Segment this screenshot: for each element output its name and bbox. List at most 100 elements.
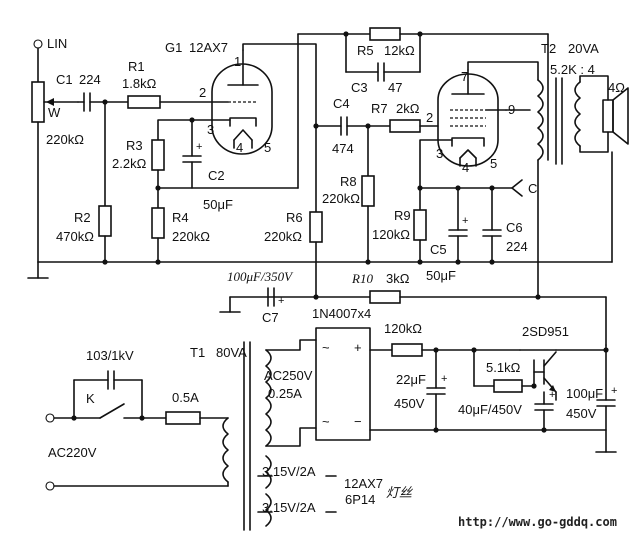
- power-transformer-t1: T1 80VA AC250V 0.25A 3.15V/2A 3.15V/2A: [190, 339, 317, 531]
- tube2-pin-3: 3: [436, 146, 443, 161]
- tube-g1: G1 12AX7 1 2 3 4 5: [165, 40, 273, 155]
- volume-pot: W 220kΩ: [31, 81, 84, 263]
- c22-voltage: 450V: [394, 396, 425, 411]
- capacitor-c5: + C5 50μF: [426, 187, 468, 283]
- resistor-r8: R8 220kΩ: [322, 174, 375, 263]
- t2-ref: T2: [541, 41, 556, 56]
- bridge-ac-bottom: ~: [322, 414, 330, 429]
- resistor-120k: 120kΩ: [384, 321, 521, 357]
- c5-ref: C5: [430, 242, 447, 257]
- bridge-rectifier: 1N4007x4 ~ + ~ −: [312, 306, 371, 441]
- resistor-r9: R9 120kΩ: [372, 187, 427, 263]
- r9-ref: R9: [394, 208, 411, 223]
- heater-note: 灯丝: [386, 485, 414, 500]
- c6-value: 224: [506, 239, 528, 254]
- resistor-r5: R5 12kΩ: [357, 27, 549, 58]
- resistor-r4: R4 220kΩ: [151, 207, 210, 263]
- speaker: 4Ω: [602, 80, 629, 145]
- switch-ref: K: [86, 391, 95, 406]
- g1-ref: G1: [165, 40, 182, 55]
- resistor-r7: R7 2kΩ: [371, 101, 439, 133]
- c2-ref: C2: [208, 168, 225, 183]
- g1-pin-5: 5: [264, 140, 271, 155]
- capacitor-c7: + 100μF/350V C7: [219, 269, 294, 325]
- r4-ref: R4: [172, 210, 189, 225]
- r4-value: 220kΩ: [172, 229, 210, 244]
- g1-pin-3: 3: [207, 122, 214, 137]
- transistor-2sd951: 2SD951: [519, 324, 569, 393]
- r120k-value: 120kΩ: [384, 321, 422, 336]
- r7-ref: R7: [371, 101, 388, 116]
- tube2-pin-4: 4: [462, 160, 469, 175]
- c100-voltage: 450V: [566, 406, 597, 421]
- capacitor-40uf: + 40μF/450V: [458, 389, 555, 431]
- t2-power: 20VA: [568, 41, 599, 56]
- capacitor-c6: C6 224: [482, 187, 528, 263]
- r3-value: 2.2kΩ: [112, 156, 147, 171]
- c7-ref: C7: [262, 310, 279, 325]
- capacitor-c3: C3 47: [345, 62, 421, 95]
- r1-value: 1.8kΩ: [122, 76, 157, 91]
- r6-value: 220kΩ: [264, 229, 302, 244]
- fuse-value: 0.5A: [172, 390, 199, 405]
- mains-label: AC220V: [48, 445, 97, 460]
- speaker-impedance: 4Ω: [608, 80, 625, 95]
- resistor-r2: R2 470kΩ: [56, 205, 112, 263]
- node-c-label: C: [528, 181, 537, 196]
- transistor-ref: 2SD951: [522, 324, 569, 339]
- c100-value: 100μF: [566, 386, 603, 401]
- watermark: http://www.go-gddq.com: [458, 515, 617, 529]
- mains-section: 103/1kV K 0.5A AC220V: [45, 348, 229, 491]
- input-terminal: LIN: [33, 36, 67, 83]
- r9-value: 120kΩ: [372, 227, 410, 242]
- t2-ratio: 5.2K : 4: [550, 62, 595, 77]
- resistor-5k1: 5.1kΩ: [473, 360, 535, 393]
- c22-value: 22μF: [396, 372, 426, 387]
- heater1-label: 3.15V/2A: [262, 464, 316, 479]
- g1-pin-2: 2: [199, 85, 206, 100]
- t1-power: 80VA: [216, 345, 247, 360]
- t1-ref: T1: [190, 345, 205, 360]
- ground-symbol-left: [27, 261, 49, 279]
- tube2-pin-5: 5: [490, 156, 497, 171]
- svg-text:+: +: [196, 141, 202, 153]
- c3-value: 47: [388, 80, 402, 95]
- resistor-r10: R10 3kΩ: [351, 271, 607, 304]
- c40-value: 40μF/450V: [458, 402, 522, 417]
- g1-pin-1: 1: [234, 54, 241, 69]
- hv-current: 0.25A: [268, 386, 302, 401]
- r5k1-value: 5.1kΩ: [486, 360, 521, 375]
- heater-tube-a: 12AX7: [344, 476, 383, 491]
- pot-ref: W: [48, 105, 61, 120]
- c103-value: 103/1kV: [86, 348, 134, 363]
- capacitor-100uf: + 100μF 450V: [566, 344, 617, 453]
- svg-text:+: +: [441, 373, 447, 385]
- c1-ref: C1: [56, 72, 73, 87]
- svg-text:+: +: [462, 215, 468, 227]
- r1-ref: R1: [128, 59, 145, 74]
- bridge-minus: −: [354, 414, 362, 429]
- resistor-r6: R6 220kΩ: [264, 210, 323, 298]
- hv-voltage: AC250V: [264, 368, 313, 383]
- g1-tube: 12AX7: [189, 40, 228, 55]
- r2-ref: R2: [74, 210, 91, 225]
- r5-value: 12kΩ: [384, 43, 415, 58]
- heater2-label: 3.15V/2A: [262, 500, 316, 515]
- svg-text:+: +: [278, 295, 284, 307]
- bridge-ac-top: ~: [322, 340, 330, 355]
- c2-value: 50μF: [203, 197, 233, 212]
- r10-value: 3kΩ: [386, 271, 410, 286]
- bridge-label: 1N4007x4: [312, 306, 371, 321]
- r3-ref: R3: [126, 138, 143, 153]
- c6-ref: C6: [506, 220, 523, 235]
- resistor-r1: R1 1.8kΩ: [122, 59, 229, 109]
- c4-value: 474: [332, 141, 354, 156]
- c1-value: 224: [79, 72, 101, 87]
- r6-ref: R6: [286, 210, 303, 225]
- r5-ref: R5: [357, 43, 374, 58]
- tube2-pin-7: 7: [461, 69, 468, 84]
- r7-value: 2kΩ: [396, 101, 420, 116]
- bridge-plus: +: [354, 340, 362, 355]
- svg-text:+: +: [611, 385, 617, 397]
- r2-value: 470kΩ: [56, 229, 94, 244]
